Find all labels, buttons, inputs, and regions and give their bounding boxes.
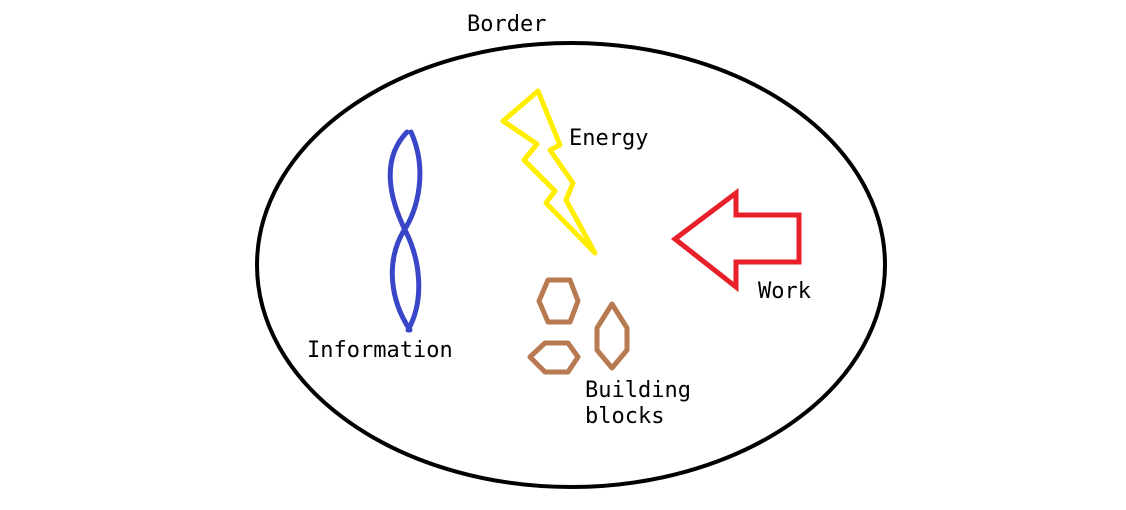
- hexagon-block-1: [536, 277, 581, 325]
- hexagon-molecules-icon: [527, 277, 630, 375]
- information-label: Information: [307, 338, 453, 363]
- border-ellipse: [255, 41, 887, 489]
- left-arrow-icon: [670, 187, 802, 293]
- hexagon-block-2: [594, 301, 630, 371]
- lightning-bolt-icon: [500, 88, 598, 256]
- border-label: Border: [467, 12, 546, 37]
- building-blocks-label-line1: Building: [585, 378, 691, 403]
- building-blocks-label-line2: blocks: [585, 404, 664, 429]
- energy-label: Energy: [569, 126, 648, 151]
- dna-helix-icon: [387, 129, 423, 333]
- work-label: Work: [758, 279, 811, 304]
- hexagon-block-3: [527, 340, 581, 375]
